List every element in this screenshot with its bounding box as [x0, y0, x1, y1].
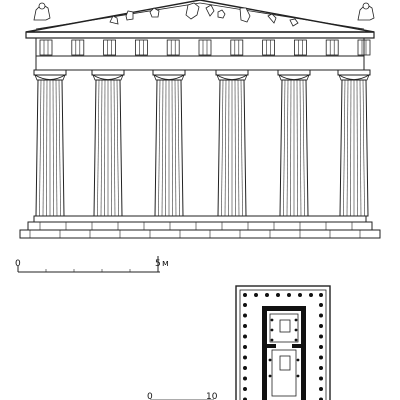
- scale-plan-start-label: 0: [147, 392, 153, 400]
- triglyph: [262, 39, 276, 56]
- scale-elevation-start-label: 0: [15, 259, 21, 269]
- plan-column: [287, 293, 291, 297]
- column: [33, 69, 67, 217]
- plan-column: [319, 397, 323, 400]
- temple-facade-elevation: [19, 0, 381, 239]
- triglyph: [230, 39, 244, 56]
- plan-column: [319, 324, 323, 328]
- plan-column: [243, 313, 247, 318]
- frieze: [35, 37, 371, 57]
- plan-column: [243, 376, 247, 381]
- step-joints: [29, 222, 361, 238]
- plan-inner-columns: [268, 318, 300, 378]
- column: [277, 69, 311, 217]
- scale-plan-end-label: 10: [206, 392, 218, 400]
- plan-column: [319, 366, 323, 370]
- plan-column: [319, 313, 323, 318]
- plan-column: [243, 397, 247, 400]
- plan-column: [243, 303, 247, 307]
- pediment-sculptures: [109, 2, 299, 27]
- triglyph: [134, 39, 148, 56]
- plan-column: [319, 345, 323, 349]
- scale-bar-elevation: [17, 256, 160, 273]
- column: [215, 69, 249, 217]
- plan-column: [319, 376, 323, 381]
- scale-elevation-end-label: 5: [155, 259, 161, 269]
- plan-column: [243, 293, 247, 297]
- plan-column: [243, 345, 247, 349]
- triglyph: [357, 39, 371, 56]
- plan-column: [243, 355, 247, 360]
- plan-column: [254, 293, 258, 297]
- plan-column: [298, 293, 302, 297]
- column: [337, 69, 371, 217]
- triglyph: [103, 39, 116, 56]
- plan-column: [319, 293, 323, 297]
- plan-column: [243, 366, 247, 370]
- triglyph: [166, 39, 180, 56]
- triglyph: [198, 39, 212, 56]
- crepidoma-steps: [19, 215, 381, 239]
- plan-column: [243, 334, 247, 339]
- plan-interior: [269, 313, 299, 397]
- plan-platform: [235, 285, 331, 400]
- triglyph: [39, 39, 53, 56]
- plan-peristyle-columns: [243, 293, 323, 400]
- column: [152, 69, 186, 217]
- temple-floor-plan: [235, 285, 331, 400]
- plan-column: [243, 387, 247, 391]
- colonnade: [33, 69, 371, 217]
- cornice: [25, 31, 375, 39]
- acroterion-right: [357, 2, 375, 21]
- architrave: [35, 55, 365, 71]
- plan-cella: [262, 306, 306, 400]
- plan-column: [309, 293, 313, 297]
- triglyph: [71, 39, 85, 56]
- scale-elevation-unit-label: м: [162, 259, 169, 269]
- pediment: [25, 0, 375, 33]
- plan-column: [319, 355, 323, 360]
- column: [91, 69, 125, 217]
- acroterion-left: [33, 2, 51, 21]
- plan-column: [276, 293, 280, 297]
- plan-column: [265, 293, 269, 297]
- triglyph: [293, 39, 307, 56]
- plan-column: [319, 303, 323, 307]
- plan-column: [319, 387, 323, 391]
- triglyphs: [39, 39, 371, 56]
- triglyph: [325, 39, 339, 56]
- plan-column: [243, 324, 247, 328]
- plan-column: [319, 334, 323, 339]
